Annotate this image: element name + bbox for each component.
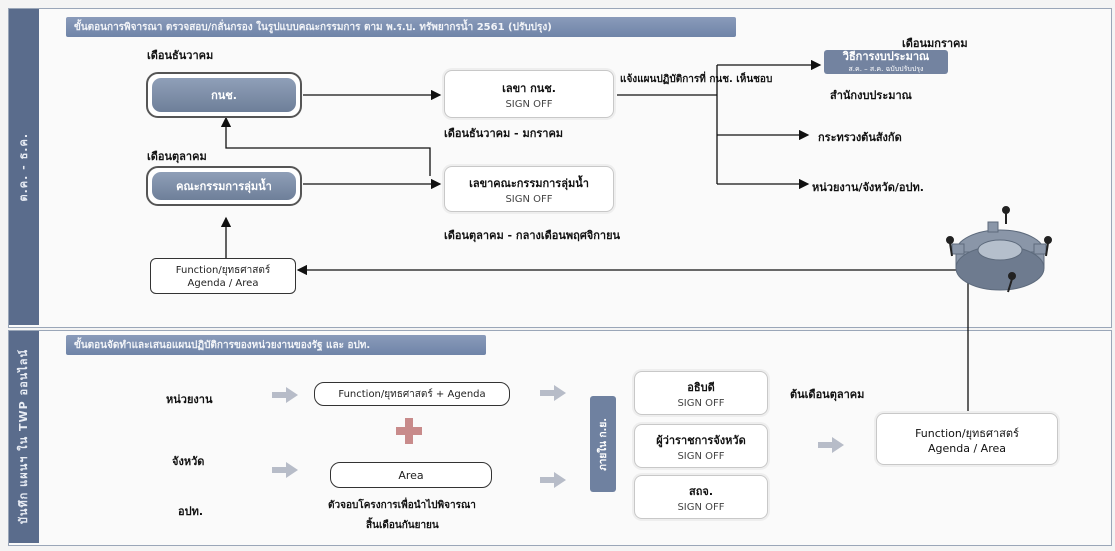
onwc-label: กนช. — [152, 78, 296, 112]
area-text: Area — [398, 468, 424, 482]
budget-process-box[interactable]: วิธีการงบประมาณ ส.ค. – ส.ค. ฉบับปรับปรุง — [824, 50, 948, 74]
final-box-line2: Agenda / Area — [928, 441, 1006, 455]
function-agenda-text: Function/ยุทธศาสตร์ + Agenda — [338, 388, 486, 400]
month-october-label: เดือนตุลาคม — [147, 150, 207, 163]
province-label: จังหวัด — [172, 455, 205, 468]
governor-box[interactable]: ผู้ว่าราชการจังหวัด SIGN OFF — [634, 424, 768, 468]
arrow-right-icon — [272, 387, 298, 403]
ministry-label: กระทรวงต้นสังกัด — [818, 131, 902, 144]
agencies-label: หน่วยงาน/จังหวัด/อปท. — [812, 181, 924, 194]
secretary-onwc-period: เดือนธันวาคม - มกราคม — [444, 127, 564, 140]
secretary-onwc-signoff: SIGN OFF — [505, 98, 553, 110]
director-general-box[interactable]: อธิบดี SIGN OFF — [634, 371, 768, 415]
budget-process-sub: ส.ค. – ส.ค. ฉบับปรับปรุง — [848, 65, 924, 73]
month-january-label: เดือนมกราคม — [902, 37, 968, 50]
local-admin-signoff: SIGN OFF — [677, 501, 725, 513]
area-input-box[interactable]: Area — [330, 462, 492, 488]
secretary-basin-period: เดือนตุลาคม - กลางเดือนพฤศจิกายน — [444, 229, 621, 242]
vertical-deadline-box: ภายใน ก.ย. — [590, 396, 616, 492]
governor-signoff: SIGN OFF — [677, 450, 725, 462]
month-december-label: เดือนธันวาคม — [147, 49, 214, 62]
onwc-node[interactable]: กนช. — [146, 72, 302, 118]
budget-process-title: วิธีการงบประมาณ — [842, 50, 930, 63]
secretary-onwc-title: เลขา กนช. — [502, 81, 556, 95]
gear-team-illustration — [946, 206, 1052, 293]
secretary-basin-box[interactable]: เลขาคณะกรรมการลุ่มน้ำ SIGN OFF — [444, 166, 614, 212]
function-agenda-box-top[interactable]: Function/ยุทธศาสตร์ Agenda / Area — [150, 258, 296, 294]
basin-committee-label: คณะกรรมการลุ่มน้ำ — [152, 172, 296, 200]
arrow-right-icon — [540, 385, 566, 401]
function-box-line2: Agenda / Area — [187, 278, 259, 289]
arrow-right-icon — [540, 472, 566, 488]
final-box-line1: Function/ยุทธศาสตร์ — [915, 426, 1019, 440]
secretary-onwc-box[interactable]: เลขา กนช. SIGN OFF — [444, 70, 614, 118]
budget-bureau-label: สำนักงบประมาณ — [830, 89, 912, 102]
early-october-label: ต้นเดือนตุลาคม — [790, 388, 865, 401]
side-label-top: ต.ค. - ธ.ค. — [9, 9, 39, 325]
plus-icon — [396, 418, 422, 444]
function-agenda-final-box[interactable]: Function/ยุทธศาสตร์ Agenda / Area — [876, 413, 1058, 465]
agency-label: หน่วยงาน — [166, 393, 213, 406]
area-note-line1: ตัวจอบโครงการเพื่อนำไปพิจารณา — [328, 500, 476, 511]
secretary-basin-title: เลขาคณะกรรมการลุ่มน้ำ — [469, 176, 589, 190]
lao-label: อปท. — [178, 505, 204, 518]
basin-committee-node[interactable]: คณะกรรมการลุ่มน้ำ — [146, 166, 302, 206]
top-banner: ขั้นตอนการพิจารณา ตรวจสอบ/กลั่นกรอง ในรู… — [66, 17, 736, 37]
function-agenda-input-box[interactable]: Function/ยุทธศาสตร์ + Agenda — [314, 382, 510, 406]
area-note-line2: สิ้นเดือนกันยายน — [366, 520, 439, 531]
governor-title: ผู้ว่าราชการจังหวัด — [656, 433, 746, 447]
function-box-line1: Function/ยุทธศาสตร์ — [175, 265, 271, 276]
notify-label: แจ้งแผนปฏิบัติการที่ กนช. เห็นชอบ — [620, 74, 773, 85]
local-admin-box[interactable]: สถจ. SIGN OFF — [634, 475, 768, 519]
director-title: อธิบดี — [687, 380, 715, 394]
arrow-right-icon — [272, 462, 298, 478]
arrow-right-icon — [818, 437, 844, 453]
secretary-basin-signoff: SIGN OFF — [505, 193, 553, 205]
director-signoff: SIGN OFF — [677, 397, 725, 409]
local-admin-title: สถจ. — [689, 484, 713, 498]
bottom-banner: ขั้นตอนจัดทำและเสนอแผนปฏิบัติการของหน่วย… — [66, 335, 486, 355]
side-label-bottom: บันทึก แผนฯ ใน TWP ออนไลน์ — [9, 331, 39, 543]
